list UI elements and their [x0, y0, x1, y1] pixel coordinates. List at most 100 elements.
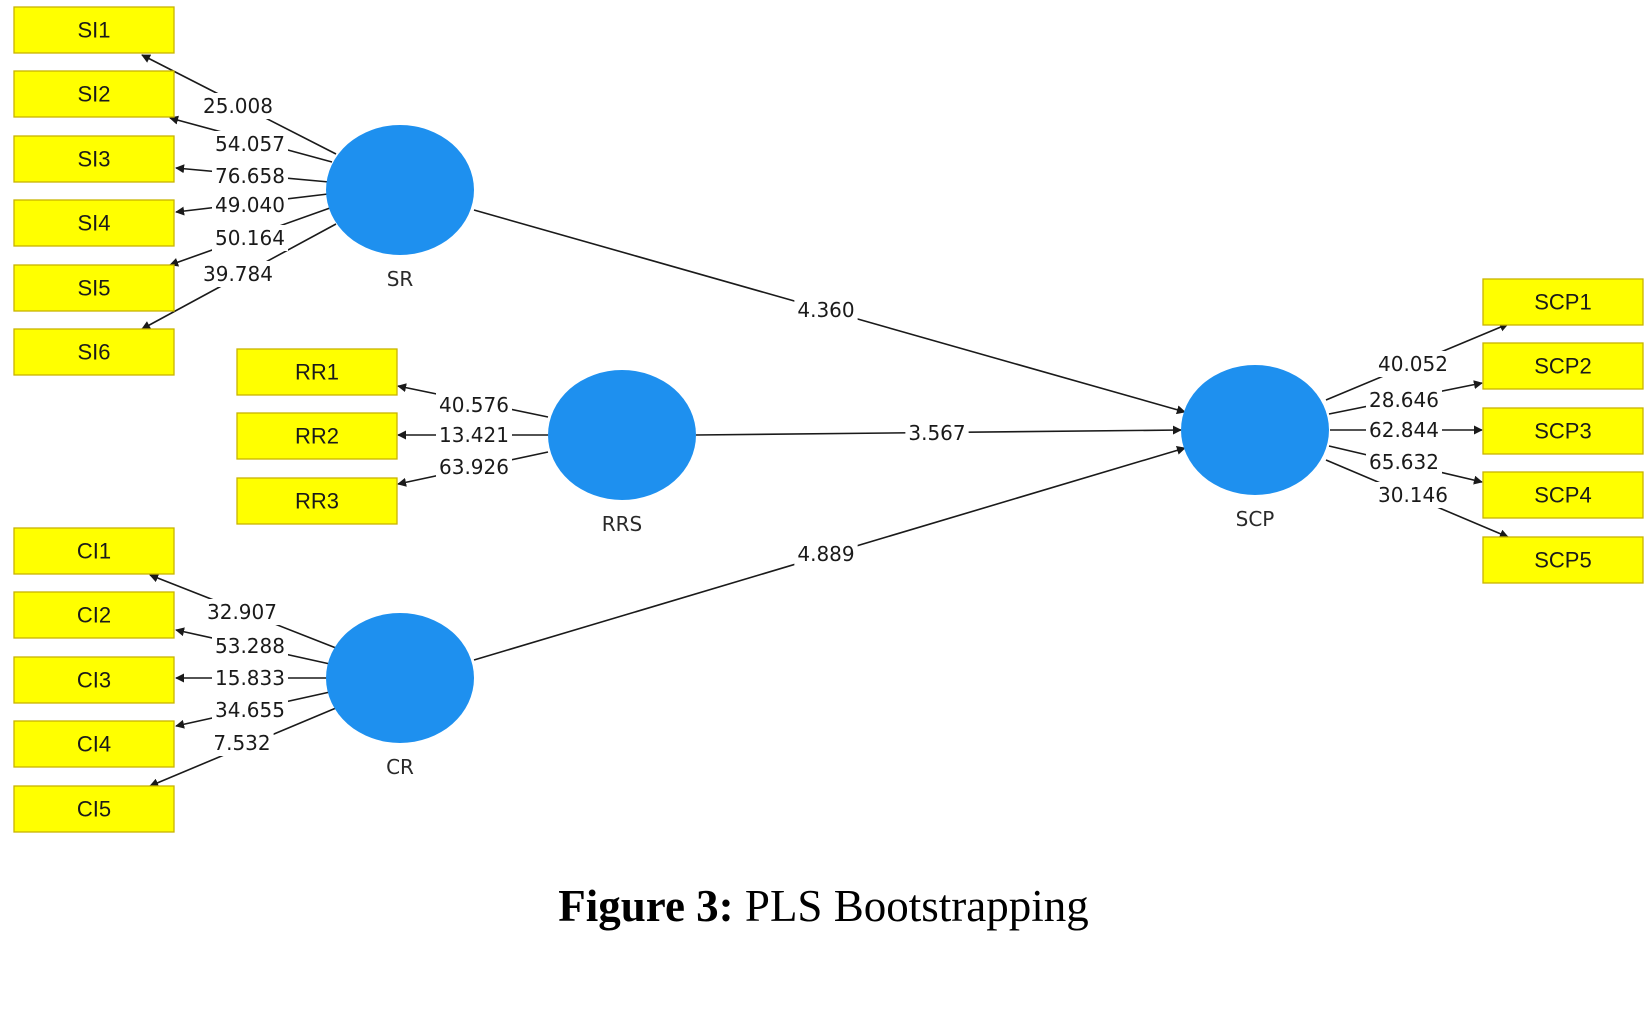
- indicator-label-scp1: SCP1: [1534, 290, 1591, 315]
- indicator-label-ci4: CI4: [77, 732, 111, 757]
- indicator-label-ci2: CI2: [77, 603, 111, 628]
- indicator-box-rr1: [236, 348, 398, 396]
- loading-value-ci3-bg: [212, 665, 288, 691]
- path-value-sr-scp: 4.360: [794, 297, 858, 323]
- construct-sr: SR: [326, 125, 474, 291]
- loading-value-scp4-bg: [1366, 449, 1442, 475]
- indicator-label-si4: SI4: [77, 211, 110, 236]
- indicator-box-ci2: [13, 591, 175, 639]
- figure-caption-text: PLS Bootstrapping: [744, 881, 1089, 931]
- indicator-label-si2: SI2: [77, 82, 110, 107]
- indicator-label-ci3: CI3: [77, 668, 111, 693]
- indicator-label-rr2: RR2: [295, 424, 339, 449]
- loading-value-si1-bg: [200, 93, 276, 119]
- loading-value-rr2-bg: [436, 422, 512, 448]
- indicator-label-si6: SI6: [77, 340, 110, 365]
- loading-value-ci2: 53.288: [212, 633, 288, 659]
- figure-caption: Figure 3: PLS Bootstrapping: [0, 880, 1647, 932]
- path-value-cr-scp-bg: [794, 541, 858, 567]
- indicator-ci4: CI4: [13, 720, 175, 768]
- loading-value-si3: 76.658: [212, 163, 288, 189]
- loading-value-rr3: 63.926: [436, 454, 512, 480]
- loading-value-scp5: 30.146: [1375, 482, 1451, 508]
- indicator-label-scp5: SCP5: [1534, 548, 1591, 573]
- loading-value-scp4: 65.632: [1366, 449, 1442, 475]
- indicator-ci5: CI5: [13, 785, 175, 833]
- loading-value-rr2-text: 13.421: [439, 423, 509, 447]
- loading-value-si6-text: 39.784: [203, 262, 273, 286]
- loading-value-scp1: 40.052: [1375, 351, 1451, 377]
- indicator-scp4: SCP4: [1482, 471, 1644, 519]
- loading-value-ci1-text: 32.907: [207, 600, 277, 624]
- loading-value-scp5-bg: [1375, 482, 1451, 508]
- indicator-box-ci1: [13, 527, 175, 575]
- indicator-label-scp2: SCP2: [1534, 354, 1591, 379]
- loading-value-scp5-text: 30.146: [1378, 483, 1448, 507]
- loading-value-rr1-text: 40.576: [439, 393, 509, 417]
- indicator-box-si6: [13, 328, 175, 376]
- edge-labels-layer: 25.008 54.057 76.658 49.040 50.164 39.784 40.5…: [200, 93, 1451, 756]
- indicator-label-si1: SI1: [77, 18, 110, 43]
- indicator-si1: SI1: [13, 6, 175, 54]
- loading-value-scp3-text: 62.844: [1369, 418, 1439, 442]
- indicator-label-rr1: RR1: [295, 360, 339, 385]
- construct-rrs: RRS: [548, 370, 696, 536]
- loading-value-si4-text: 49.040: [215, 193, 285, 217]
- indicator-box-scp3: [1482, 407, 1644, 455]
- loading-value-ci5-bg: [210, 730, 274, 756]
- indicator-label-ci1: CI1: [77, 539, 111, 564]
- indicator-box-si5: [13, 264, 175, 312]
- indicator-box-si4: [13, 199, 175, 247]
- indicator-label-scp4: SCP4: [1534, 483, 1591, 508]
- indicator-box-scp2: [1482, 342, 1644, 390]
- indicator-label-si5: SI5: [77, 276, 110, 301]
- indicator-box-rr3: [236, 477, 398, 525]
- loading-value-ci4-text: 34.655: [215, 698, 285, 722]
- indicator-scp2: SCP2: [1482, 342, 1644, 390]
- construct-circle-sr: [326, 125, 474, 255]
- indicator-ci3: CI3: [13, 656, 175, 704]
- loading-value-si4: 49.040: [212, 192, 288, 218]
- loading-value-ci5: 7.532: [210, 730, 274, 756]
- indicator-ci2: CI2: [13, 591, 175, 639]
- loading-value-si1-text: 25.008: [203, 94, 273, 118]
- figure-caption-label: Figure 3:: [558, 881, 734, 931]
- indicator-scp3: SCP3: [1482, 407, 1644, 455]
- indicator-scp1: SCP1: [1482, 278, 1644, 326]
- indicator-box-scp4: [1482, 471, 1644, 519]
- loading-value-si2-text: 54.057: [215, 132, 285, 156]
- loading-value-rr1-bg: [436, 392, 512, 418]
- loading-value-si2-bg: [212, 131, 288, 157]
- indicator-rr3: RR3: [236, 477, 398, 525]
- indicator-si6: SI6: [13, 328, 175, 376]
- loading-value-ci4-bg: [212, 697, 288, 723]
- path-value-sr-scp-bg: [794, 297, 858, 323]
- loading-value-ci1-bg: [204, 599, 280, 625]
- loading-value-si5: 50.164: [212, 225, 288, 251]
- indicator-si5: SI5: [13, 264, 175, 312]
- construct-label-cr: CR: [386, 755, 414, 779]
- construct-label-scp: SCP: [1236, 507, 1275, 531]
- loading-value-si4-bg: [212, 192, 288, 218]
- loading-value-si5-text: 50.164: [215, 226, 285, 250]
- loading-value-ci3: 15.833: [212, 665, 288, 691]
- loading-value-si5-bg: [212, 225, 288, 251]
- loading-value-scp2-bg: [1366, 387, 1442, 413]
- loading-value-ci4: 34.655: [212, 697, 288, 723]
- indicator-label-scp3: SCP3: [1534, 419, 1591, 444]
- indicator-box-scp1: [1482, 278, 1644, 326]
- indicator-box-si1: [13, 6, 175, 54]
- path-value-cr-scp: 4.889: [794, 541, 858, 567]
- loading-value-scp2-text: 28.646: [1369, 388, 1439, 412]
- indicator-si3: SI3: [13, 135, 175, 183]
- indicator-ci1: CI1: [13, 527, 175, 575]
- loading-value-scp3: 62.844: [1366, 417, 1442, 443]
- construct-scp: SCP: [1181, 365, 1329, 531]
- loading-value-ci2-text: 53.288: [215, 634, 285, 658]
- loading-value-ci3-text: 15.833: [215, 666, 285, 690]
- construct-circle-cr: [326, 613, 474, 743]
- loading-value-ci1: 32.907: [204, 599, 280, 625]
- path-value-rrs-scp-text: 3.567: [908, 421, 965, 445]
- indicator-scp5: SCP5: [1482, 536, 1644, 584]
